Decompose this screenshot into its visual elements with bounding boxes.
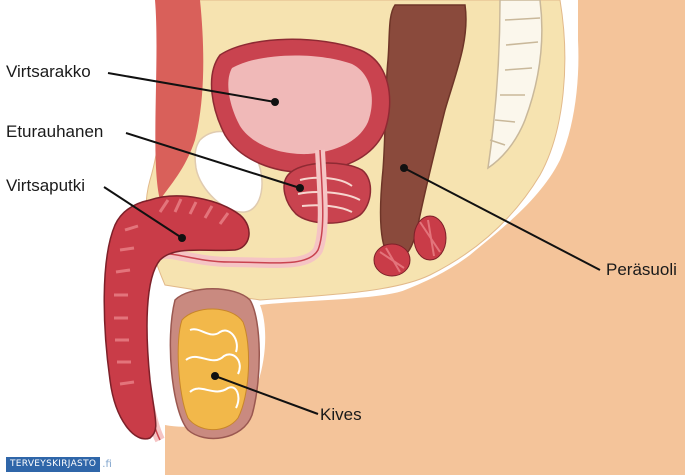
scrotum bbox=[170, 289, 259, 439]
terveyskirjasto-logo: TERVEYSKIRJASTO .fi bbox=[6, 457, 112, 472]
label-eturauhanen: Eturauhanen bbox=[6, 122, 103, 142]
label-perasuoli: Peräsuoli bbox=[606, 260, 677, 280]
testis bbox=[178, 309, 248, 430]
logo-name: TERVEYSKIRJASTO bbox=[6, 457, 100, 472]
label-kives: Kives bbox=[320, 405, 362, 425]
logo-suffix: .fi bbox=[102, 459, 111, 470]
label-virtsaputki: Virtsaputki bbox=[6, 176, 85, 196]
label-virtsarakko: Virtsarakko bbox=[6, 62, 91, 82]
